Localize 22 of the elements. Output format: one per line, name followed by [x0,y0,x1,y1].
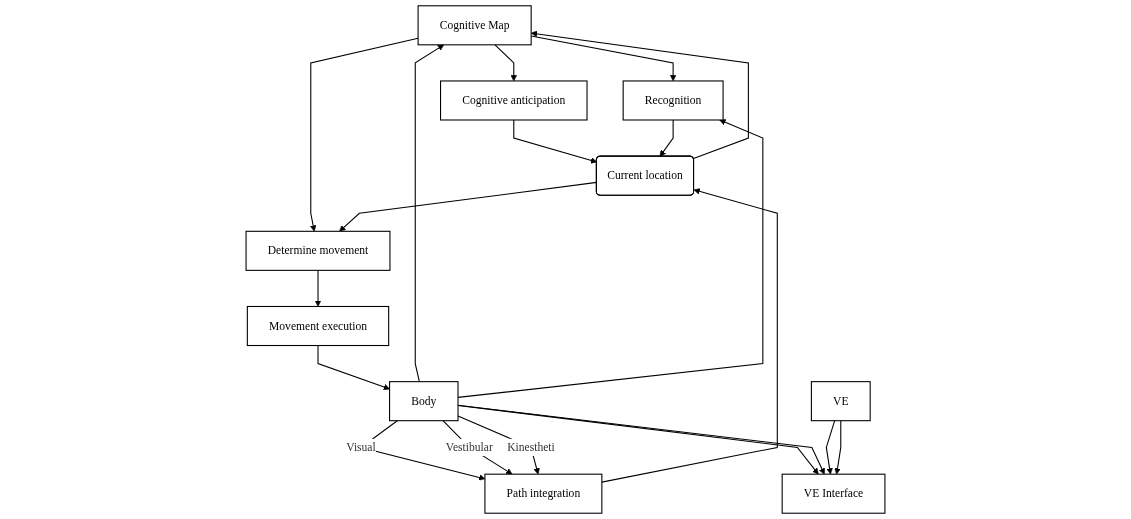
edge-label: Kinestheti [507,440,555,454]
arrow [494,44,517,82]
node-box: VE [810,381,871,422]
node-box: VE Interface [781,473,886,514]
arrow [659,119,674,157]
arrow [317,344,390,391]
arrow [601,188,778,483]
node-box: Cognitive anticipation [440,80,588,121]
node-box: Body [389,381,459,422]
edge-label: Visual [346,440,376,454]
node-box: Cognitive Map [417,5,532,46]
arrow [825,420,836,475]
arrow [834,420,842,475]
node-box: Movement execution [246,305,390,347]
node-box: Determine movement [245,230,391,271]
arrow [414,44,445,383]
arrow [310,37,419,232]
edge-label: Vestibular [445,440,493,454]
arrow [314,269,322,307]
node-box: Path integration [484,473,603,514]
node-box: Recognition [622,80,724,121]
arrow [442,420,513,475]
